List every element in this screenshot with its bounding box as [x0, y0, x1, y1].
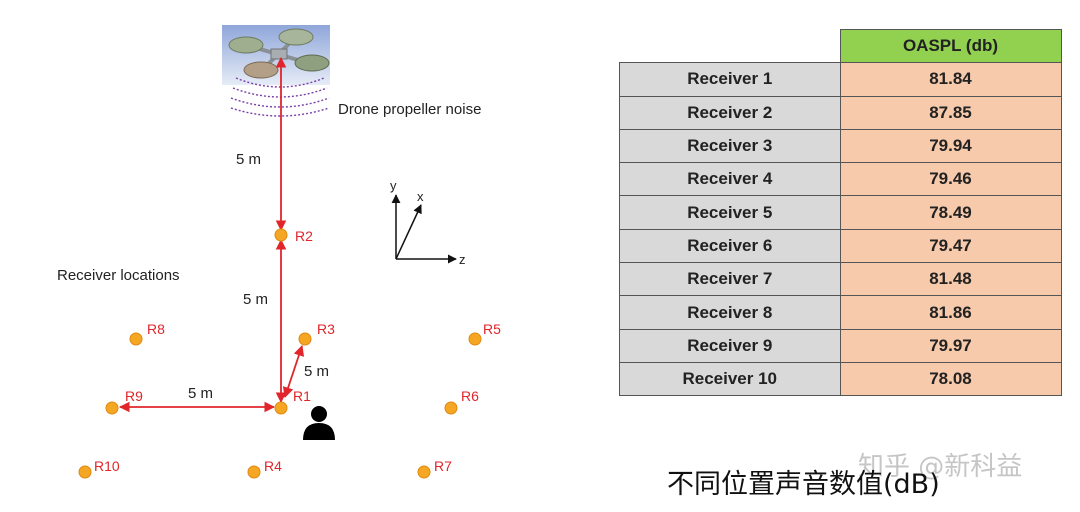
receiver-name: Receiver 9 [619, 328, 841, 363]
receiver-name: Receiver 8 [619, 295, 841, 330]
receiver-name: Receiver 5 [619, 195, 841, 230]
receiver-name: Receiver 6 [619, 228, 841, 264]
distance-label-r2-r1: 5 m [243, 291, 268, 308]
table-corner-cell [620, 30, 841, 63]
receiver-label-r5: R5 [483, 321, 501, 337]
receiver-label-r7: R7 [434, 458, 452, 474]
receiver-dots [78, 228, 482, 479]
oaspl-value: 79.47 [839, 228, 1062, 264]
receiver-dot-r6 [444, 401, 458, 415]
receiver-dot-r10 [78, 465, 92, 479]
oaspl-value: 78.08 [839, 361, 1062, 397]
table-header-row: OASPL (db) [620, 28, 1062, 64]
caption: 不同位置声音数值(dB) [667, 469, 940, 500]
oaspl-header: OASPL (db) [839, 28, 1062, 64]
receiver-label-r3: R3 [317, 321, 335, 337]
oaspl-value: 81.86 [839, 295, 1062, 330]
oaspl-value: 79.94 [839, 128, 1062, 164]
receiver-name: Receiver 2 [619, 95, 841, 130]
receiver-name: Receiver 3 [619, 128, 841, 164]
receiver-name: Receiver 10 [619, 361, 841, 397]
receiver-label-r4: R4 [264, 458, 282, 474]
receiver-dot-r5 [468, 332, 482, 346]
receiver-name: Receiver 1 [619, 62, 841, 97]
receiver-label-r2: R2 [295, 228, 313, 244]
receiver-label-r8: R8 [147, 321, 165, 337]
watermark: 知乎 @新科益 [858, 452, 1023, 482]
receiver-name: Receiver 7 [619, 262, 841, 297]
axis-label-x: x [417, 189, 424, 204]
drone-noise-label: Drone propeller noise [338, 101, 481, 118]
distance-label-r9-r1: 5 m [188, 385, 213, 402]
receiver-label-r6: R6 [461, 388, 479, 404]
oaspl-value: 81.48 [839, 262, 1062, 297]
oaspl-value: 79.97 [839, 328, 1062, 363]
axis-label-z: z [459, 252, 466, 267]
receiver-label-r9: R9 [125, 388, 143, 404]
person-icon [303, 406, 335, 440]
drone-body [228, 28, 330, 79]
oaspl-value: 79.46 [839, 162, 1062, 197]
receiver-name: Receiver 4 [619, 162, 841, 197]
distance-label-drone-r2: 5 m [236, 151, 261, 168]
receiver-dot-r3 [298, 332, 312, 346]
receiver-label-r10: R10 [94, 458, 120, 474]
receiver-dot-r7 [417, 465, 431, 479]
drone-image [222, 25, 330, 117]
receiver-dot-r4 [247, 465, 261, 479]
receiver-layout-diagram: 5 m 5 m 5 m 5 m Drone propeller noise Re… [57, 25, 501, 479]
arrow-r1-to-r3 [282, 344, 305, 399]
receiver-dot-r1 [274, 401, 288, 415]
oaspl-value: 81.84 [839, 62, 1062, 97]
receiver-locations-label: Receiver locations [57, 267, 180, 284]
axis-label-y: y [390, 178, 397, 193]
oaspl-value: 78.49 [839, 195, 1062, 230]
oaspl-value: 87.85 [839, 95, 1062, 130]
coordinate-axes [391, 194, 457, 264]
receiver-dot-r2 [274, 228, 288, 242]
receiver-dot-r8 [129, 332, 143, 346]
receiver-dot-r9 [105, 401, 119, 415]
distance-label-r1-r3: 5 m [304, 363, 329, 380]
receiver-label-r1: R1 [293, 388, 311, 404]
